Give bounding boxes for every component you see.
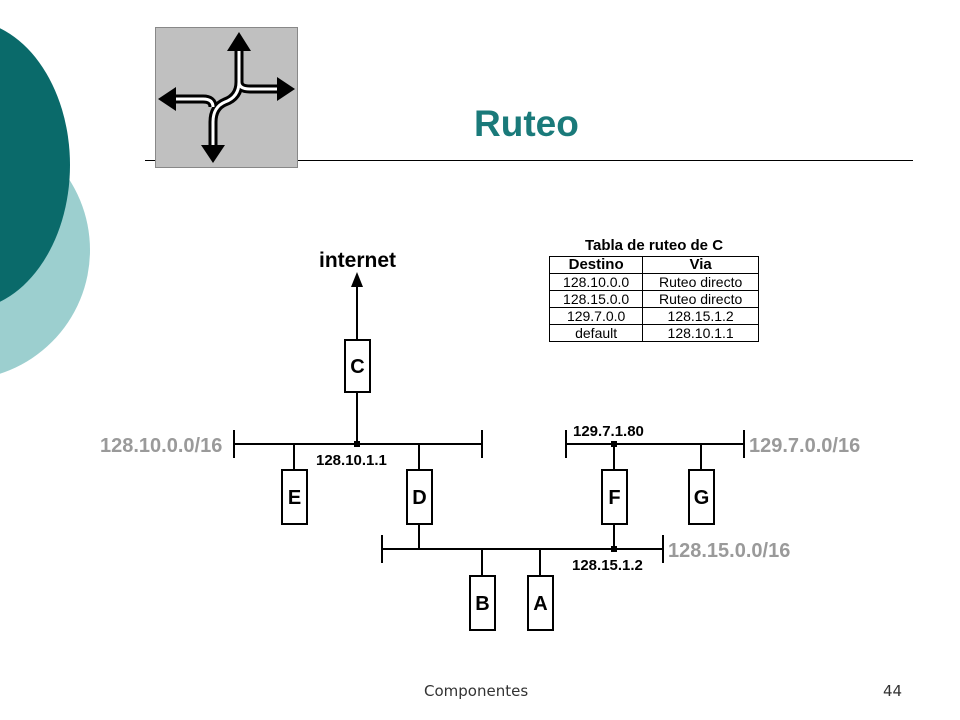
slide-title: Ruteo (474, 103, 579, 144)
node-c-label: C (350, 356, 364, 378)
ip-f-interface: 129.7.1.80 (573, 423, 644, 440)
table-row: default 128.10.1.1 (548, 324, 759, 342)
table-header-row: Destino Via (548, 256, 759, 274)
network-bottom-label: 128.15.0.0/16 (668, 540, 790, 562)
table-cell: 128.10.0.0 (548, 273, 644, 291)
table-row: 128.10.0.0 Ruteo directo (548, 273, 759, 291)
footer-text: Componentes (424, 682, 529, 700)
table-cell: Ruteo directo (642, 273, 759, 291)
node-a-box (527, 575, 554, 631)
table-cell: 129.7.0.0 (548, 307, 644, 325)
node-c-box (344, 339, 371, 393)
table-cell: 128.10.1.1 (642, 324, 759, 342)
table-cell: default (548, 324, 644, 342)
table-row: 129.7.0.0 128.15.1.2 (548, 307, 759, 325)
page-number: 44 (883, 682, 903, 700)
internet-label: internet (319, 249, 396, 272)
node-d-box (406, 469, 433, 525)
title-underline (145, 160, 913, 161)
node-a-label: A (533, 593, 547, 615)
node-g-box (688, 469, 715, 525)
routing-table: Tabla de ruteo de C Destino Via 128.10.0… (548, 236, 759, 342)
node-f-box (601, 469, 628, 525)
node-d-label: D (412, 487, 426, 509)
network-right-label: 129.7.0.0/16 (749, 435, 860, 457)
node-e-box (281, 469, 308, 525)
table-row: 128.15.0.0 Ruteo directo (548, 290, 759, 308)
crossroads-arrows-icon (155, 27, 298, 168)
ip-bottom-interface: 128.15.1.2 (572, 557, 643, 574)
internet-arrowhead (351, 272, 363, 287)
decor-dark-circle (0, 28, 70, 302)
table-cell: Ruteo directo (642, 290, 759, 308)
node-g-label: G (694, 487, 710, 509)
column-header-destino: Destino (548, 256, 644, 274)
table-cell: 128.15.0.0 (548, 290, 644, 308)
network-left-label: 128.10.0.0/16 (100, 435, 222, 457)
routing-table-caption: Tabla de ruteo de C (584, 237, 724, 254)
decorative-side-shapes (0, 28, 90, 374)
node-e-label: E (288, 487, 301, 509)
node-b-box (469, 575, 496, 631)
table-cell: 128.15.1.2 (642, 307, 759, 325)
column-header-via: Via (642, 256, 759, 274)
node-f-label: F (608, 487, 620, 509)
routing-table-grid: Destino Via 128.10.0.0 Ruteo directo 128… (548, 256, 759, 342)
node-b-label: B (475, 593, 489, 615)
ip-c-interface: 128.10.1.1 (316, 452, 387, 469)
